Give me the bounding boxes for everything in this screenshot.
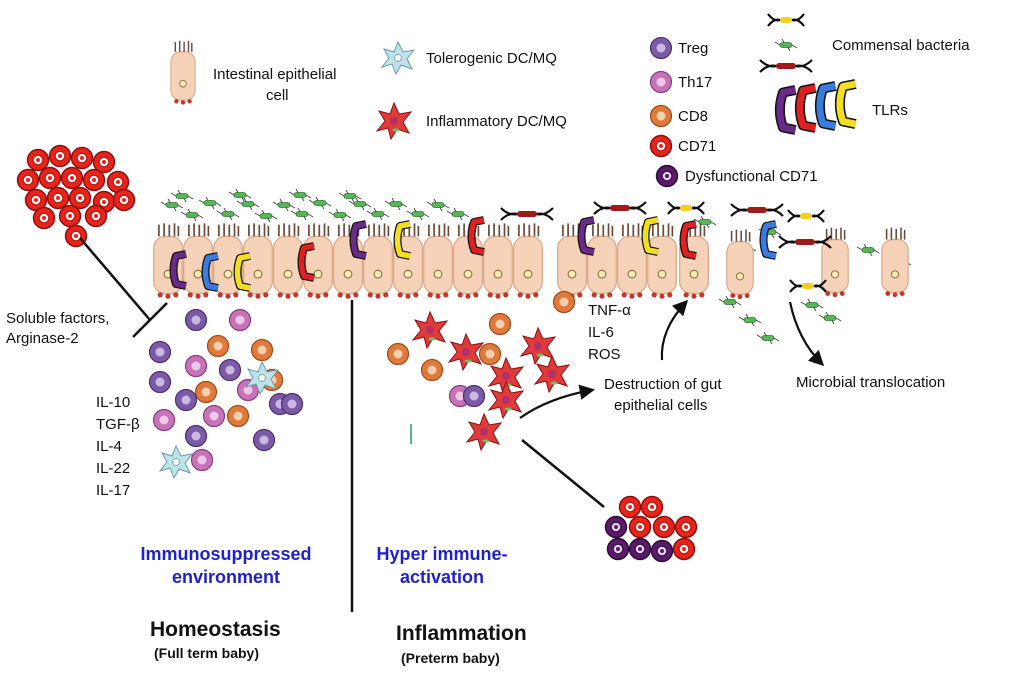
cytokine-il17: IL-17 xyxy=(96,482,131,499)
legend-inflammatory-label: Inflammatory DC/MQ xyxy=(426,113,567,130)
cytokine-tnfa: TNF-α xyxy=(588,302,631,319)
legend-commensal-label: Commensal bacteria xyxy=(832,37,970,54)
legend-epithelial-label-1: Intestinal epithelial xyxy=(213,66,337,83)
cytokine-tgfb: TGF-β xyxy=(96,416,140,433)
legend-epithelial-label-2: cell xyxy=(266,87,289,104)
soluble-factors-label-2: Arginase-2 xyxy=(6,330,79,347)
cytokines-left: IL-10 TGF-β IL-4 IL-22 IL-17 xyxy=(96,392,140,502)
cd71-cluster-top-left xyxy=(16,144,136,248)
legend-inflammatory-dc-icon xyxy=(376,102,412,140)
inflammation-subtitle: (Preterm baby) xyxy=(401,650,500,666)
legend-treg-label: Treg xyxy=(678,40,709,57)
legend-cd8-label: CD8 xyxy=(678,108,709,125)
legend-cd8-icon xyxy=(649,104,673,128)
destruction-label-1: Destruction of gut xyxy=(604,376,722,393)
soluble-factors-label-1: Soluble factors, xyxy=(6,310,110,327)
legend-cd71-icon xyxy=(649,134,673,158)
immunosuppressed-label-1: Immunosuppressed xyxy=(140,544,312,564)
cytokine-il6: IL-6 xyxy=(588,324,614,341)
cytokine-il4: IL-4 xyxy=(96,438,122,455)
inflammation-immune-cells xyxy=(386,290,576,451)
cytokine-il10: IL-10 xyxy=(96,394,131,411)
legend-commensal-bacteria-icon xyxy=(758,12,814,74)
legend-tlrs-label: TLRs xyxy=(872,102,908,119)
legend-tolerogenic-dc-icon xyxy=(381,41,415,75)
homeostasis-title: Homeostasis xyxy=(150,618,281,641)
hyper-activation-label-2: activation xyxy=(399,567,485,587)
homeostasis-subtitle: (Full term baby) xyxy=(154,645,260,661)
arrows xyxy=(519,299,825,508)
cytokines-right: TNF-α IL-6 ROS xyxy=(588,300,631,366)
homeostasis-immune-cells xyxy=(148,308,304,479)
destruction-label-2: epithelial cells xyxy=(614,397,708,414)
hyper-activation-label-1: Hyper immune- xyxy=(376,544,508,564)
microbial-translocation-label: Microbial translocation xyxy=(796,374,946,391)
cytokine-ros: ROS xyxy=(588,346,621,363)
dysfunctional-cd71-cluster xyxy=(604,495,698,563)
legend-tlrs-icon xyxy=(780,84,856,130)
legend-epithelial-cell-icon xyxy=(170,40,196,106)
legend-th17-icon xyxy=(649,70,673,94)
inflammation-title: Inflammation xyxy=(396,622,527,645)
legend-dysfunctional-cd71-label: Dysfunctional CD71 xyxy=(685,168,818,185)
translocated-bacteria xyxy=(718,295,842,345)
legend-cd71-label: CD71 xyxy=(678,138,717,155)
immunosuppressed-label-2: environment xyxy=(171,567,281,587)
cytokine-il22: IL-22 xyxy=(96,460,131,477)
legend-treg-icon xyxy=(649,36,673,60)
inhibition-line xyxy=(79,237,168,338)
legend-dysfunctional-cd71-icon xyxy=(655,164,679,188)
legend-th17-label: Th17 xyxy=(678,74,713,91)
legend-tolerogenic-label: Tolerogenic DC/MQ xyxy=(426,50,557,67)
